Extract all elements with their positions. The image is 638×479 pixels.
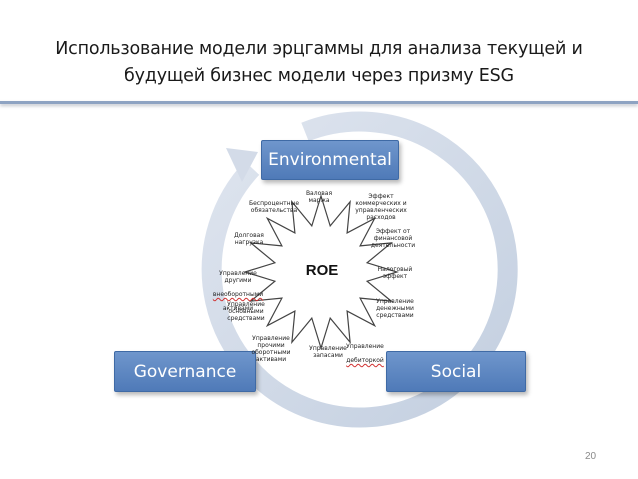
driver-tax-effect: Налоговый эффект [377,266,413,280]
cycle-arrow-head [226,148,258,182]
environmental-box: Environmental [261,140,399,180]
driver-debt-load: Долговая нагрузка [234,232,264,246]
governance-box: Governance [114,351,256,392]
driver-fixed-assets: Управление основными средствами [227,301,265,322]
social-box: Social [386,351,526,392]
roe-label: ROE [305,262,339,279]
roe-star [242,193,400,351]
driver-gross-margin: Валовая маржа [305,190,333,204]
slide-title: Использование модели эрцгаммы для анализ… [55,39,583,86]
driver-receivables: Управление дебиторкой [334,336,396,371]
driver-financial-activity: Эффект от финансовой деятельности [370,228,416,249]
driver-inventory: Управление запасами [309,345,347,359]
driver-receivables-line1: Управление [346,343,384,350]
driver-other-noncurrent-line2: внеоборотными [212,291,264,298]
title-divider [0,101,638,104]
driver-commercial-expenses: Эффект коммерческих и управленческих рас… [355,193,407,221]
driver-other-current-assets: Управление прочими оборотными активами [251,335,291,363]
driver-interest-free-liabilities: Беспроцентные обязательства [248,200,300,214]
driver-cash-management: Управление денежными средствами [376,298,414,319]
driver-other-noncurrent-assets: Управление другими внеоборотными активам… [205,263,271,319]
driver-other-noncurrent-line1: Управление другими [219,270,257,284]
driver-receivables-line2: дебиторкой [346,357,384,364]
page-number: 20 [585,451,597,462]
driver-other-noncurrent-line3: активами [222,305,254,312]
